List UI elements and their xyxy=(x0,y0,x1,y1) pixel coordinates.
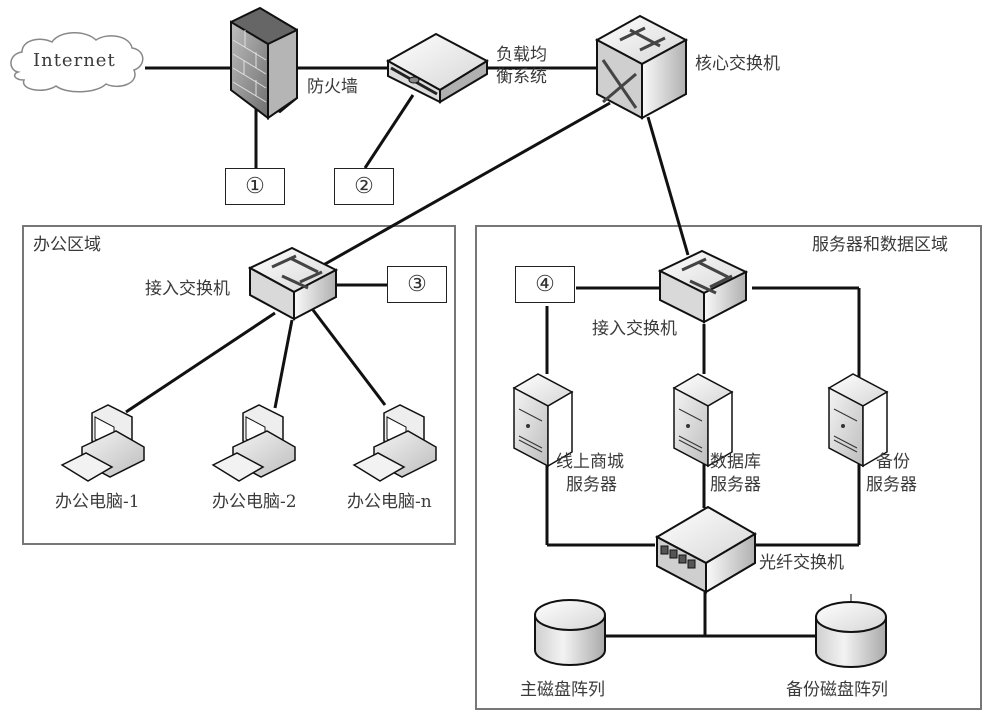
main-disk-array-label: 主磁盘阵列 xyxy=(520,680,605,700)
firewall-label: 防火墙 xyxy=(307,77,358,97)
pc-icon-2 xyxy=(211,404,296,482)
office-access-switch-icon xyxy=(247,246,339,321)
pc-label-1: 办公电脑-1 xyxy=(55,492,140,512)
load-balancer-label-1: 负载均 xyxy=(496,45,547,65)
firewall-icon xyxy=(230,6,298,121)
server-label-db-1: 数据库 xyxy=(710,452,761,472)
office-zone-title: 办公区域 xyxy=(33,235,101,255)
pc-icon-n xyxy=(352,404,437,482)
internet-label: Internet xyxy=(33,50,116,71)
server-access-switch-label: 接入交换机 xyxy=(592,319,677,339)
marker-4: ④ xyxy=(515,266,575,303)
backup-disk-array-icon xyxy=(815,601,887,668)
server-label-mall-2: 服务器 xyxy=(566,475,617,495)
server-icon-mall xyxy=(512,373,574,468)
office-zone xyxy=(22,225,456,545)
fiber-switch-icon xyxy=(654,505,757,594)
link-lb-marker2 xyxy=(363,94,415,169)
link-office-switch-pc1 xyxy=(125,311,276,414)
backup-disk-array-label: 备份磁盘阵列 xyxy=(786,680,888,700)
core-switch-label: 核心交换机 xyxy=(695,54,780,74)
marker-2: ② xyxy=(334,168,394,205)
load-balancer-icon xyxy=(385,32,490,104)
load-balancer-label-2: 衡系统 xyxy=(496,67,547,87)
pc-icon-1 xyxy=(60,404,145,482)
pc-label-2: 办公电脑-2 xyxy=(212,492,297,512)
server-zone xyxy=(475,225,982,710)
pc-label-n: 办公电脑-n xyxy=(347,492,432,512)
link-core-server-switch xyxy=(646,116,690,256)
server-label-backup-1: 备份 xyxy=(876,452,910,472)
link-office-switch-pcn xyxy=(311,309,387,406)
server-zone-title: 服务器和数据区域 xyxy=(812,235,948,255)
server-icon-backup xyxy=(827,373,889,468)
core-switch-icon xyxy=(594,14,689,120)
link-core-office-switch xyxy=(317,101,611,270)
fiber-switch-label: 光纤交换机 xyxy=(759,553,844,573)
marker-3: ③ xyxy=(387,266,447,303)
marker-1: ① xyxy=(225,168,285,205)
server-label-mall-1: 线上商城 xyxy=(556,452,624,472)
server-label-db-2: 服务器 xyxy=(710,475,761,495)
link-office-switch-pc2 xyxy=(273,319,294,409)
internet-cloud-icon xyxy=(10,32,144,93)
server-label-backup-2: 服务器 xyxy=(866,475,917,495)
office-access-switch-label: 接入交换机 xyxy=(145,279,230,299)
server-access-switch-icon xyxy=(657,249,749,324)
server-icon-database xyxy=(672,373,734,468)
main-disk-array-icon xyxy=(534,599,606,666)
